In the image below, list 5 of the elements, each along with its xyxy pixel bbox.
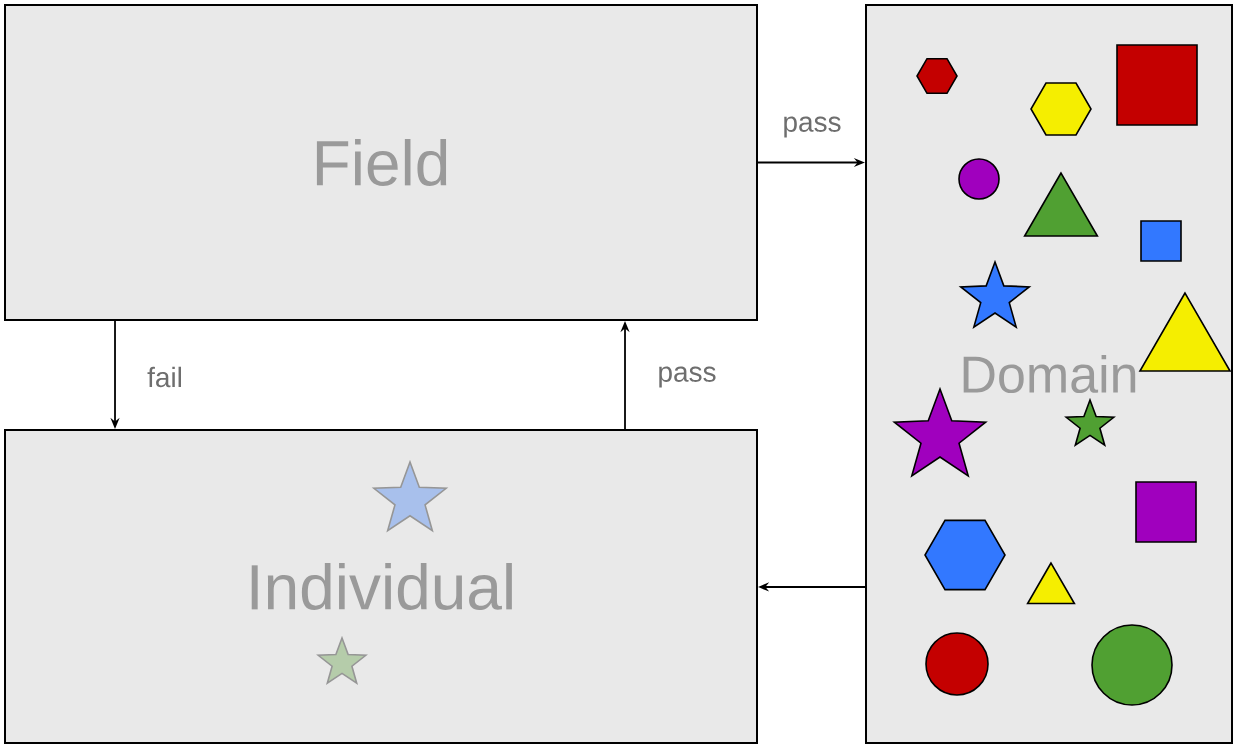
edge-label: pass — [781, 115, 843, 139]
edge-label: fail — [146, 365, 184, 389]
panel-box: Individual — [4, 429, 758, 744]
panel-box: Field — [4, 4, 758, 321]
edge-label: pass — [656, 365, 718, 389]
